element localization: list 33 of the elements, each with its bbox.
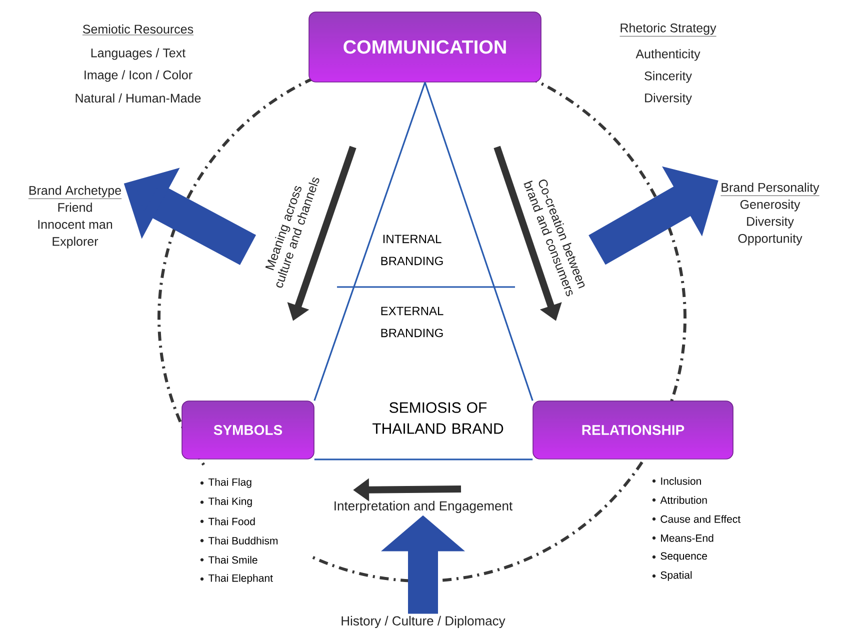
- caption-text: Interpretation and Engagement: [331, 498, 515, 516]
- triangle-line: [424, 82, 534, 401]
- caption-text: History / Culture / Diplomacy: [338, 614, 508, 630]
- text-block: Brand Archetype Friend Innocent man Explorer: [28, 186, 122, 248]
- bullet-item: Inclusion: [652, 477, 701, 485]
- list-item: Languages / Text: [91, 48, 186, 60]
- triangle-line: [314, 458, 533, 460]
- list-heading: Semiotic Resources: [82, 24, 194, 36]
- bullet-item: Thai Buddhism: [200, 536, 278, 544]
- bullet-item: Spatial: [652, 571, 692, 581]
- bullet-item: Thai Smile: [200, 556, 258, 564]
- region-label: SEMIOSIS OF THAILAND BRAND: [372, 402, 504, 434]
- bullet-item: Thai Flag: [200, 478, 252, 488]
- list-item: Image / Icon / Color: [84, 70, 192, 82]
- list-item: Authenticity: [636, 49, 700, 61]
- text-block: Brand Personality Generosity Diversity Opportunity: [720, 182, 820, 246]
- bullet-item: Cause and Effect: [652, 515, 740, 523]
- region-label: INTERNAL BRANDING: [381, 234, 443, 266]
- bullet-item: Thai Elephant: [200, 574, 273, 584]
- concept-box: RELATIONSHIP: [532, 400, 734, 460]
- concept-box: SYMBOLS: [182, 400, 314, 460]
- bullet-item: Thai King: [200, 497, 252, 508]
- heading-box: COMMUNICATION: [308, 12, 542, 82]
- region-label: EXTERNAL BRANDING: [381, 306, 444, 338]
- bullet-item: Thai Food: [200, 518, 255, 526]
- list-item: Diversity: [645, 93, 692, 105]
- list-item: Natural / Human-Made: [76, 93, 201, 103]
- bullet-item: Attribution: [652, 496, 707, 504]
- list-item: Sincerity: [644, 71, 692, 83]
- triangle-line: [314, 82, 426, 401]
- bullet-item: Sequence: [652, 552, 708, 562]
- list-heading: Rhetoric Strategy: [620, 23, 716, 36]
- bullet-item: Means-End: [652, 534, 714, 542]
